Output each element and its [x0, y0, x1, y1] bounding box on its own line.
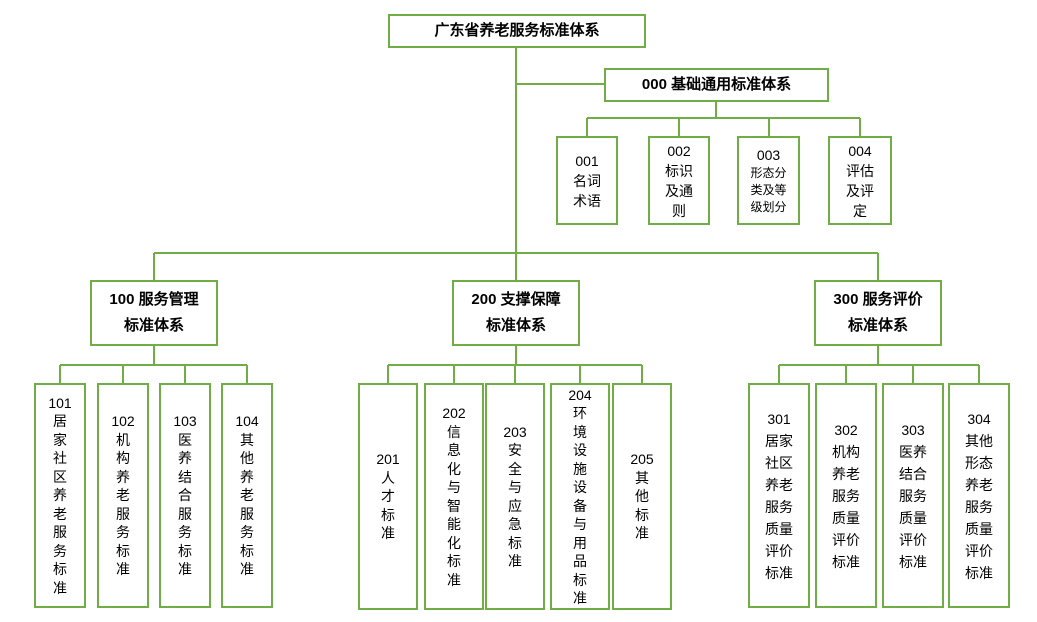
node-205: 205 其 他 标 准: [612, 383, 672, 610]
node-004-code: 004: [848, 142, 872, 159]
node-003-code: 003: [756, 147, 781, 163]
node-004-body: 评估 及评 定: [846, 162, 874, 219]
node-002-body: 标识 及通 则: [665, 162, 693, 219]
node-000-label: 000 基础通用标准体系: [641, 75, 792, 93]
node-202: 202 信 息 化 与 智 能 化 标 准: [424, 383, 484, 610]
node-202-body: 信 息 化 与 智 能 化 标 准: [447, 423, 461, 588]
node-103-code: 103: [173, 413, 197, 430]
node-001-body: 名词 术语: [573, 172, 601, 209]
node-203: 203 安 全 与 应 急 标 准: [485, 383, 545, 610]
connector-path: [59, 47, 980, 383]
node-root-label: 广东省养老服务标准体系: [434, 21, 600, 39]
node-300-label: 300 服务评价 标准体系: [833, 290, 923, 334]
node-101-body: 居 家 社 区 养 老 服 务 标 准: [53, 413, 67, 596]
node-201-code: 201: [376, 451, 400, 468]
node-101: 101 居 家 社 区 养 老 服 务 标 准: [34, 383, 86, 608]
node-202-code: 202: [442, 405, 466, 421]
node-000-base-system: 000 基础通用标准体系: [604, 68, 829, 102]
node-103: 103 医 养 结 合 服 务 标 准: [159, 383, 211, 608]
node-104-code: 104: [235, 413, 259, 430]
node-302-code: 302: [834, 421, 858, 438]
node-300-service-evaluation: 300 服务评价 标准体系: [814, 280, 942, 346]
node-200-label: 200 支撑保障 标准体系: [471, 290, 561, 334]
node-302: 302 机构 养老 服务 质量 评价 标准: [815, 383, 877, 608]
node-301: 301 居家 社区 养老 服务 质量 评价 标准: [748, 383, 810, 608]
node-302-body: 机构 养老 服务 质量 评价 标准: [832, 443, 860, 570]
node-002-code: 002: [667, 142, 691, 159]
node-001: 001 名词 术语: [556, 136, 618, 225]
node-304: 304 其他 形态 养老 服务 质量 评价 标准: [948, 383, 1010, 608]
node-102-code: 102: [111, 413, 135, 430]
node-303-code: 303: [901, 421, 925, 438]
node-100-service-management: 100 服务管理 标准体系: [90, 280, 218, 346]
node-204-body: 环 境 设 施 设 备 与 用 品 标 准: [573, 405, 587, 606]
node-201-body: 人 才 标 准: [381, 469, 395, 542]
node-103-body: 医 养 结 合 服 务 标 准: [178, 431, 192, 578]
node-203-body: 安 全 与 应 急 标 准: [508, 442, 522, 569]
node-100-label: 100 服务管理 标准体系: [109, 290, 199, 334]
node-303: 303 医养 结合 服务 质量 评价 标准: [882, 383, 944, 608]
node-003: 003 形态分 类及等 级划分: [737, 136, 800, 225]
node-204-code: 204: [568, 386, 592, 403]
node-204: 204 环 境 设 施 设 备 与 用 品 标 准: [550, 383, 610, 610]
node-102-body: 机 构 养 老 服 务 标 准: [116, 431, 130, 578]
node-304-code: 304: [967, 410, 991, 427]
node-102: 102 机 构 养 老 服 务 标 准: [97, 383, 149, 608]
node-201: 201 人 才 标 准: [358, 383, 418, 610]
node-205-code: 205: [630, 451, 654, 468]
node-101-code: 101: [48, 394, 72, 411]
node-104: 104 其 他 养 老 服 务 标 准: [221, 383, 273, 608]
node-001-code: 001: [575, 152, 599, 169]
node-104-body: 其 他 养 老 服 务 标 准: [240, 431, 254, 578]
node-304-body: 其他 形态 养老 服务 质量 评价 标准: [965, 432, 993, 581]
node-002: 002 标识 及通 则: [648, 136, 710, 225]
node-205-body: 其 他 标 准: [635, 469, 649, 542]
node-301-body: 居家 社区 养老 服务 质量 评价 标准: [765, 432, 793, 581]
node-203-code: 203: [503, 423, 527, 440]
node-303-body: 医养 结合 服务 质量 评价 标准: [899, 443, 927, 570]
node-root: 广东省养老服务标准体系: [388, 14, 646, 48]
node-003-body: 形态分 类及等 级划分: [750, 166, 787, 214]
node-301-code: 301: [767, 410, 791, 427]
node-004: 004 评估 及评 定: [828, 136, 892, 225]
node-200-support-guarantee: 200 支撑保障 标准体系: [452, 280, 580, 346]
